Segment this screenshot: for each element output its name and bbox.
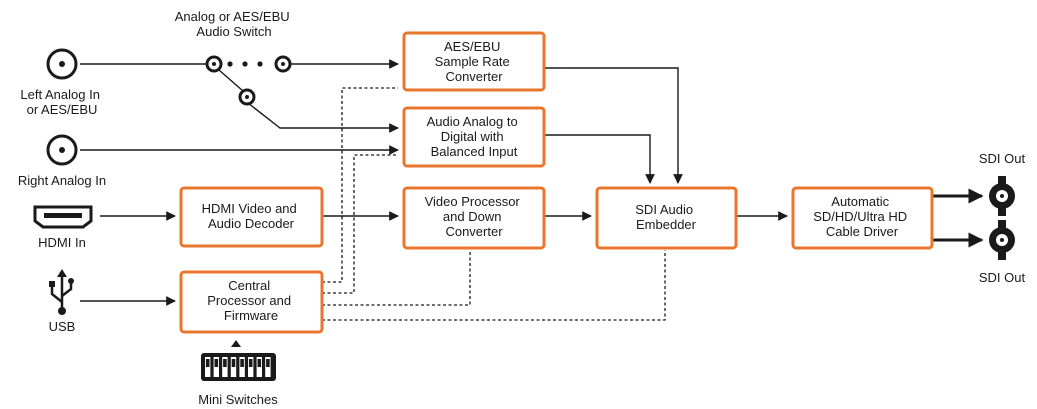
dip-knob [266, 359, 270, 367]
bnc-output-icon [989, 220, 1015, 260]
toggle-switch-icon [205, 55, 292, 106]
usb-label: USB [49, 319, 76, 334]
mini-switches-label: Mini Switches [198, 392, 278, 407]
sdi-embedder-block: SDI Audio Embedder [595, 186, 738, 250]
dip-knob [248, 359, 253, 367]
mini-switch-arrow [231, 340, 241, 347]
hdmi-decoder-block: HDMI Video and Audio Decoder [179, 186, 324, 248]
sdi-out-1-label: SDI Out [979, 151, 1026, 166]
wire-aes-to-embedder [544, 67, 683, 184]
usb-icon [49, 269, 74, 315]
svg-text:Video Processor and Down: Video Processor and Down Converter [425, 194, 524, 239]
hdmi-port-icon [33, 205, 93, 229]
dip-knob [214, 359, 219, 367]
dip-knob [240, 359, 244, 367]
dash-to-embedder [322, 250, 666, 321]
signal-wires [80, 59, 984, 347]
svg-text:Audio Analog to Digital: Audio Analog to Digital with Balanced In… [427, 114, 522, 159]
svg-text:Automatic SD/HD/Ultra HD: Automatic SD/HD/Ultra HD Cable Driver [813, 194, 911, 239]
wire-analog-to-embedder [544, 134, 655, 184]
dip-knob [223, 359, 227, 367]
video-processor-block: Video Processor and Down Converter [402, 186, 546, 250]
dip-knob [257, 359, 262, 367]
right-analog-label: Right Analog In [18, 173, 106, 188]
hdmi-label: HDMI In [38, 235, 86, 250]
dash-to-video [322, 250, 471, 306]
audio-analog-block: Audio Analog to Digital with Balanced In… [402, 106, 546, 168]
bnc-connector-icon [46, 48, 78, 80]
switch-label: Analog or AES/EBU Audio Switch [175, 9, 294, 39]
svg-text:Central Processor and: Central Processor and Firmware [207, 278, 294, 323]
dip-knob [205, 359, 210, 367]
dip-switch-icon [201, 353, 276, 381]
dash-to-aes [322, 87, 398, 283]
central-processor-block: Central Processor and Firmware [179, 270, 324, 334]
wire-switch-to-analog [247, 102, 399, 133]
sdi-out-2-label: SDI Out [979, 270, 1026, 285]
cable-driver-block: Automatic SD/HD/Ultra HD Cable Driver [791, 186, 934, 250]
dip-knob [231, 359, 236, 367]
bnc-connector-icon [46, 134, 78, 166]
left-analog-label: Left Analog In or AES/EBU [20, 87, 103, 117]
dash-to-analog [322, 154, 398, 294]
control-lines [322, 87, 666, 321]
aes-converter-block: AES/EBU Sample Rate Converter [402, 31, 546, 92]
svg-text:AES/EBU Sample Rate: AES/EBU Sample Rate Converter [435, 39, 514, 84]
bnc-output-icon [989, 176, 1015, 216]
svg-text:SDI Audio Embedder: SDI Audio Embedder [635, 202, 696, 232]
svg-text:HDMI Video and Audio Dec: HDMI Video and Audio Decoder [202, 201, 301, 231]
